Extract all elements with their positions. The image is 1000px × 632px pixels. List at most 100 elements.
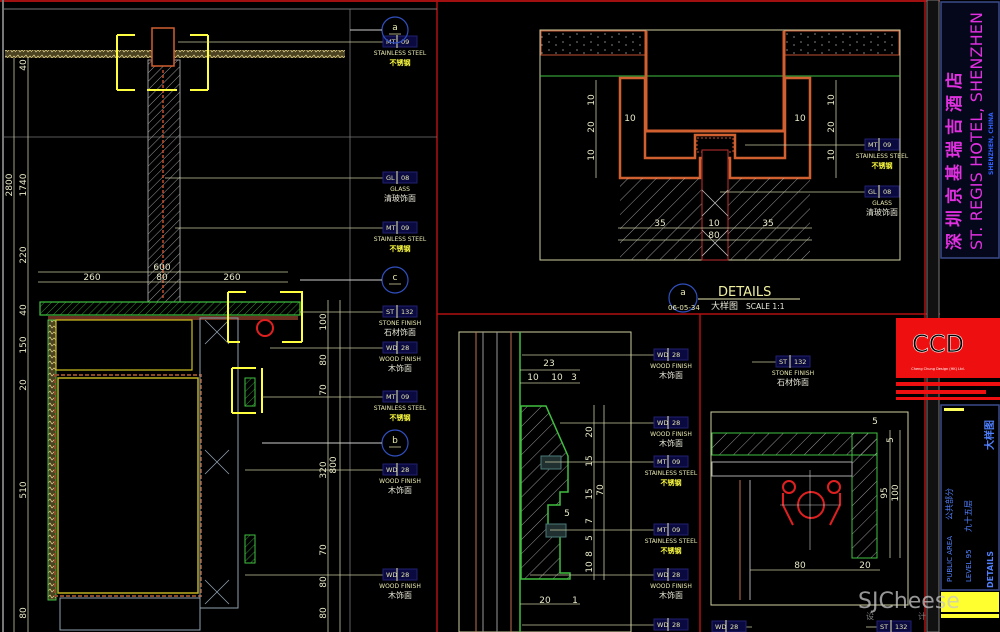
callout-number: 28 xyxy=(672,571,680,579)
area-en: PUBLIC AREA xyxy=(946,536,954,582)
callout-code: MT xyxy=(386,393,396,401)
level-en: LEVEL 95 xyxy=(965,549,973,582)
callout-material-cn: 木饰面 xyxy=(388,485,412,495)
callout-code: WD xyxy=(386,344,397,352)
callout-number: 08 xyxy=(883,188,891,196)
dimension-label: 510 xyxy=(19,481,29,498)
dimension-label: 80 xyxy=(708,231,720,241)
callout-code: WD xyxy=(657,571,668,579)
detail-bubble-letter: a xyxy=(680,288,686,298)
callout-material: STONE FINISH xyxy=(379,320,421,327)
section-bubble-a: a xyxy=(392,23,398,33)
callout-material: STAINLESS STEEL xyxy=(645,538,698,545)
callout-tag xyxy=(653,568,689,581)
watermark: SJCheese 设 计 xyxy=(858,589,960,621)
callout-material-cn: 木饰面 xyxy=(659,590,683,600)
callout-number: 09 xyxy=(401,224,409,232)
hotel-name-en: ST. REGIS HOTEL, SHENZHEN xyxy=(967,12,986,250)
callout-code: GL xyxy=(868,188,877,196)
left-section-drawing xyxy=(5,27,345,632)
callout-tag xyxy=(382,305,418,318)
watermark-sub-1: 设 xyxy=(866,611,874,621)
callout-number: 132 xyxy=(794,358,806,366)
callout-tag xyxy=(653,618,689,631)
callout-material-cn: 石材饰面 xyxy=(777,377,809,387)
dimension-label: 100 xyxy=(319,313,329,330)
callout-tag xyxy=(653,523,689,536)
sheet-name-en: DETAILS xyxy=(986,551,995,588)
callout-code: WD xyxy=(657,621,668,629)
firm-subtitle: Cheng Chung Design (HK) Ltd. xyxy=(911,367,964,371)
callout-tag xyxy=(775,355,811,368)
detail-title-cn: 大样图 xyxy=(711,300,738,312)
dimension-label: 20 xyxy=(585,426,595,438)
dimension-label: 5 xyxy=(872,417,878,427)
callout-code: MT xyxy=(868,141,878,149)
dimension-label: 7 xyxy=(585,518,595,524)
callout-material-cn: 不锈钢 xyxy=(661,546,682,555)
callout-tag xyxy=(382,568,418,581)
detail-title: DETAILS xyxy=(718,285,771,300)
dimension-label: 5 xyxy=(585,535,595,541)
dimension-label: 70 xyxy=(319,384,329,396)
detail-a-drawing xyxy=(539,29,901,261)
callout-code: ST xyxy=(386,308,394,316)
detail-ref: 06-05-34 xyxy=(668,304,700,312)
callout-number: 08 xyxy=(401,174,409,182)
callout-code: MT xyxy=(386,224,396,232)
callout-number: 28 xyxy=(672,621,680,629)
dimension-label: 800 xyxy=(329,456,339,473)
callout-material-cn: 不锈钢 xyxy=(390,244,411,253)
callout-material: GLASS xyxy=(872,200,892,207)
dimension-label: 20 xyxy=(587,121,597,133)
dimension-label: 10 xyxy=(551,373,563,383)
callout-code: MT xyxy=(657,526,667,534)
callout-code: WD xyxy=(715,623,726,631)
dimension-label: 20 xyxy=(19,379,29,391)
callout-code: ST xyxy=(880,623,888,631)
sheet-frames xyxy=(0,0,940,632)
dimension-label: 35 xyxy=(762,219,773,229)
callout-material: WOOD FINISH xyxy=(379,478,421,485)
cabinet-panel xyxy=(57,377,199,594)
material-callout: WD 28 xyxy=(711,620,752,632)
callout-tag xyxy=(653,455,689,468)
callout-number: 28 xyxy=(730,623,738,631)
dimension-label: 10 xyxy=(587,149,597,161)
callout-material: STAINLESS STEEL xyxy=(856,153,909,160)
dimension-label: 70 xyxy=(596,484,606,496)
dimension-label: 80 xyxy=(319,607,329,619)
callout-material: WOOD FINISH xyxy=(650,583,692,590)
callout-material-cn: 木饰面 xyxy=(659,370,683,380)
callout-code: WD xyxy=(386,466,397,474)
callout-number: 28 xyxy=(401,466,409,474)
dimension-label: 15 xyxy=(585,488,595,499)
callout-code: WD xyxy=(657,419,668,427)
callout-tag xyxy=(382,171,418,184)
callout-material-cn: 不锈钢 xyxy=(390,58,411,67)
watermark-text: SJCheese xyxy=(858,589,960,614)
callout-material-cn: 不锈钢 xyxy=(872,161,893,170)
callout-tag xyxy=(382,390,418,403)
dimension-label: 220 xyxy=(19,246,29,263)
callout-material: WOOD FINISH xyxy=(650,363,692,370)
callout-code: WD xyxy=(657,351,668,359)
level-cn: 九十五层 xyxy=(963,500,973,532)
dimension-label: 20 xyxy=(859,561,871,571)
title-block: 深圳京基瑞吉酒店 ST. REGIS HOTEL, SHENZHEN SHENZ… xyxy=(896,0,1000,632)
dimension-label: 8 xyxy=(585,551,595,557)
